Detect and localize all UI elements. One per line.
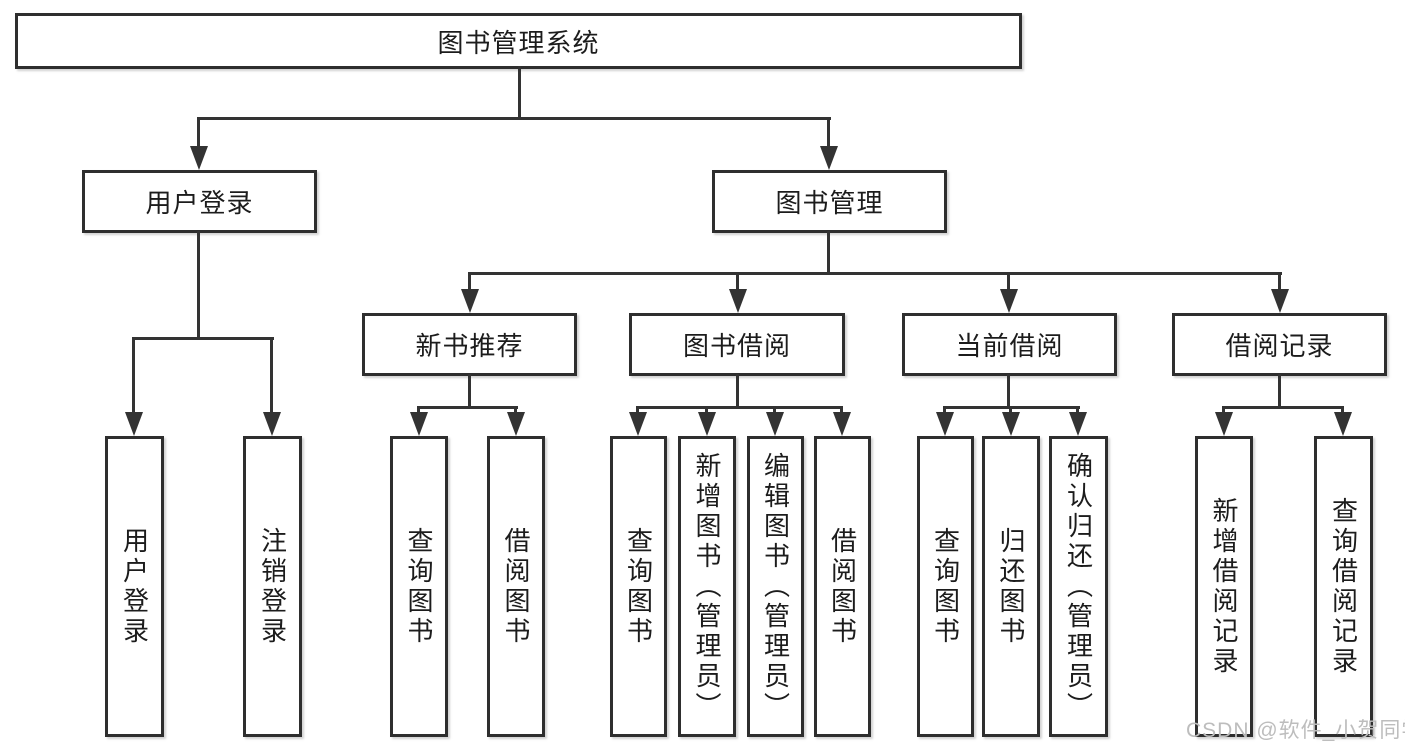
arrow-down-icon xyxy=(461,289,479,313)
leaf-add-books-admin: 新增图书（管理员） xyxy=(678,436,736,737)
node-book-management: 图书管理 xyxy=(712,170,947,233)
leaf-borrow-books-borrow-label: 借阅图书 xyxy=(827,526,858,647)
leaf-borrow-books-recommend-label: 借阅图书 xyxy=(501,526,531,647)
connector-book-borrow-vline xyxy=(736,374,739,408)
arrow-down-icon xyxy=(190,146,208,170)
arrow-down-icon xyxy=(507,412,525,436)
node-book-management-label: 图书管理 xyxy=(775,188,884,218)
node-borrow-records: 借阅记录 xyxy=(1172,313,1387,376)
connector-stem-leaf-user-login xyxy=(132,337,135,415)
connector-root-vline xyxy=(518,66,521,118)
leaf-return-books: 归还图书 xyxy=(982,436,1040,737)
leaf-query-books-current: 查询图书 xyxy=(917,436,974,737)
connector-borrow-records-vline xyxy=(1278,374,1281,408)
leaf-query-borrow-record-label: 查询借阅记录 xyxy=(1328,496,1359,677)
arrow-down-icon xyxy=(820,146,838,170)
leaf-query-books-current-label: 查询图书 xyxy=(930,526,961,647)
node-root: 图书管理系统 xyxy=(15,13,1022,69)
csdn-watermark: CSDN @软件_小贺同学 xyxy=(1186,719,1405,742)
leaf-confirm-return-admin: 确认归还（管理员） xyxy=(1049,436,1108,737)
node-user-login-label: 用户登录 xyxy=(145,188,254,218)
leaf-confirm-return-admin-label: 确认归还（管理员） xyxy=(1063,451,1094,722)
arrow-down-icon xyxy=(410,412,428,436)
connector-stem xyxy=(1076,406,1079,416)
connector-stem-current-borrow xyxy=(1007,272,1010,292)
connector-book-borrow-hline xyxy=(636,406,843,409)
arrow-down-icon xyxy=(936,412,954,436)
connector-stem xyxy=(514,406,517,416)
connector-stem xyxy=(773,406,776,416)
arrow-down-icon xyxy=(1334,412,1352,436)
node-root-label: 图书管理系统 xyxy=(437,27,600,58)
leaf-borrow-books-borrow: 借阅图书 xyxy=(814,436,871,737)
connector-borrow-records-hline xyxy=(1222,406,1344,409)
leaf-add-borrow-record: 新增借阅记录 xyxy=(1195,436,1253,737)
leaf-user-login: 用户登录 xyxy=(105,436,164,737)
connector-new-book-recommend-vline xyxy=(468,374,471,408)
arrow-down-icon xyxy=(698,412,716,436)
leaf-query-borrow-record: 查询借阅记录 xyxy=(1314,436,1373,737)
leaf-user-login-label: 用户登录 xyxy=(119,526,150,647)
leaf-query-books-borrow-label: 查询图书 xyxy=(623,526,654,647)
node-book-borrow-label: 图书借阅 xyxy=(682,331,791,361)
arrow-down-icon xyxy=(1002,412,1020,436)
connector-stem xyxy=(705,406,708,416)
leaf-query-books-recommend-label: 查询图书 xyxy=(404,526,434,647)
connector-root-hline xyxy=(197,117,831,120)
arrow-down-icon xyxy=(766,412,784,436)
connector-stem xyxy=(943,406,946,416)
leaf-query-books-recommend: 查询图书 xyxy=(390,436,448,737)
node-new-book-recommend-label: 新书推荐 xyxy=(415,331,524,361)
connector-user-login-hline xyxy=(132,337,274,340)
connector-book-management-hline xyxy=(468,272,1282,275)
arrow-down-icon xyxy=(833,412,851,436)
arrow-down-icon xyxy=(1069,412,1087,436)
leaf-add-books-admin-label: 新增图书（管理员） xyxy=(692,451,722,722)
arrow-down-icon xyxy=(1215,412,1233,436)
leaf-query-books-borrow: 查询图书 xyxy=(610,436,667,737)
arrow-down-icon xyxy=(729,289,747,313)
node-current-borrow-label: 当前借阅 xyxy=(955,331,1064,361)
connector-stem xyxy=(1009,406,1012,416)
arrow-down-icon xyxy=(263,412,281,436)
connector-stem xyxy=(1341,406,1344,416)
connector-stem xyxy=(840,406,843,416)
leaf-edit-books-admin-label: 编辑图书（管理员） xyxy=(760,451,791,722)
arrow-down-icon xyxy=(125,412,143,436)
connector-book-management-vline xyxy=(827,231,830,275)
leaf-borrow-books-recommend: 借阅图书 xyxy=(487,436,545,737)
connector-stem-user-login xyxy=(197,117,200,149)
leaf-add-borrow-record-label: 新增借阅记录 xyxy=(1209,496,1239,677)
connector-stem-new-book-recommend xyxy=(468,272,471,292)
arrow-down-icon xyxy=(1000,289,1018,313)
node-current-borrow: 当前借阅 xyxy=(902,313,1117,376)
connector-stem-book-borrow xyxy=(736,272,739,292)
connector-stem xyxy=(1222,406,1225,416)
connector-stem xyxy=(417,406,420,416)
leaf-logout-label: 注销登录 xyxy=(257,526,288,647)
connector-new-book-recommend-hline xyxy=(417,406,518,409)
leaf-edit-books-admin: 编辑图书（管理员） xyxy=(747,436,804,737)
node-borrow-records-label: 借阅记录 xyxy=(1225,331,1334,361)
connector-stem-borrow-records xyxy=(1278,272,1281,292)
connector-stem-leaf-logout xyxy=(270,337,273,415)
connector-stem xyxy=(636,406,639,416)
arrow-down-icon xyxy=(629,412,647,436)
connector-user-login-vline xyxy=(197,231,200,338)
node-new-book-recommend: 新书推荐 xyxy=(362,313,577,376)
leaf-logout: 注销登录 xyxy=(243,436,302,737)
node-user-login: 用户登录 xyxy=(82,170,317,233)
arrow-down-icon xyxy=(1271,289,1289,313)
node-book-borrow: 图书借阅 xyxy=(629,313,845,376)
leaf-return-books-label: 归还图书 xyxy=(996,526,1026,647)
connector-current-borrow-vline xyxy=(1007,374,1010,408)
connector-stem-book-management xyxy=(827,117,830,149)
